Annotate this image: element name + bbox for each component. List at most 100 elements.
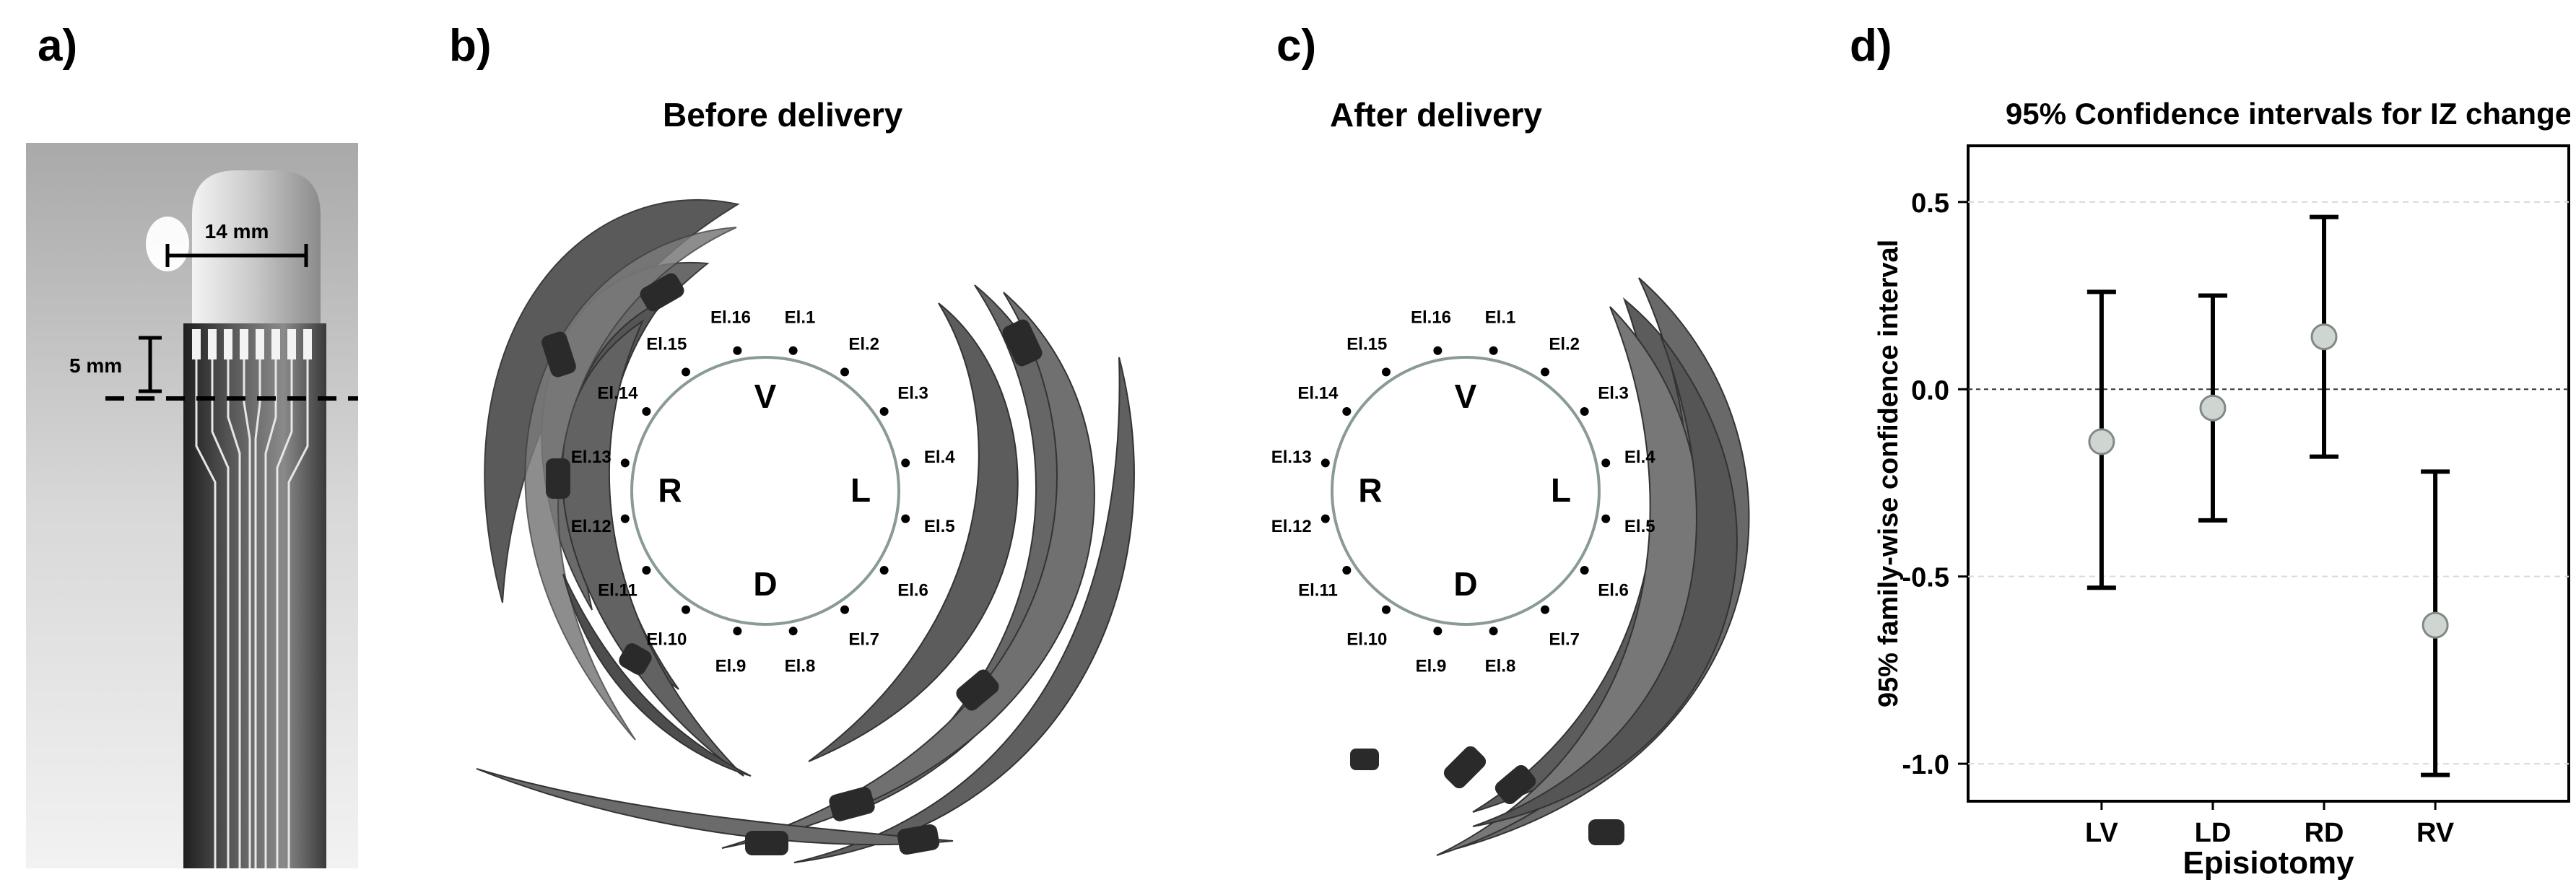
electrode-dot — [1433, 627, 1443, 636]
electrode-label: El.13 — [571, 448, 612, 467]
estimate-point — [2088, 428, 2115, 455]
orientation-ventral: V — [1455, 378, 1477, 415]
electrode-dot — [1320, 514, 1330, 523]
electrode-dot — [879, 566, 889, 575]
electrode-label: El.7 — [1549, 630, 1580, 650]
electrode-label: El.1 — [1485, 308, 1516, 328]
electrode-dot — [1320, 458, 1330, 468]
y-tick-label: 0.0 — [1911, 375, 1949, 406]
x-tick-label: LD — [2195, 818, 2232, 848]
electrode-label: El.2 — [1549, 334, 1580, 354]
electrode-label: El.16 — [710, 308, 751, 328]
y-tick-label: -1.0 — [1902, 750, 1949, 780]
panel-b-label: b) — [449, 21, 492, 71]
electrode-dot — [681, 367, 690, 377]
electrode-label: El.3 — [1598, 383, 1629, 403]
electrode-label: El.7 — [848, 630, 879, 650]
electrode-label: El.10 — [646, 630, 687, 650]
vaginal-ring — [1331, 356, 1601, 626]
electrode-dot — [788, 346, 798, 355]
electrode-dot — [1433, 346, 1443, 355]
orientation-right: R — [1358, 471, 1382, 509]
ring-diagram-before: V R L D El.1El.2El.3El.4El.5El.6El.7El.8… — [476, 199, 1135, 863]
iz-change-chart: 95% Confidence intervals for IZ change 0… — [1874, 97, 2570, 881]
electrode-dot — [642, 566, 651, 575]
electrode-label: El.6 — [1598, 581, 1629, 601]
electrode-dot — [733, 627, 742, 636]
estimate-point — [2421, 611, 2449, 639]
panel-c-label: c) — [1276, 21, 1317, 71]
electrode-label: El.9 — [715, 656, 747, 676]
electrode-label: El.15 — [1346, 334, 1387, 354]
electrode-label: El.3 — [897, 383, 928, 403]
probe-photo: 14 mm 5 mm — [26, 143, 358, 868]
electrode-dot — [1541, 605, 1550, 614]
electrode-dot — [1342, 406, 1352, 416]
x-tick-label: RD — [2305, 818, 2344, 848]
orientation-right: R — [658, 471, 682, 509]
electrode-label: El.2 — [848, 334, 879, 354]
electrode-label: El.12 — [1271, 517, 1312, 536]
electrode-dot — [1489, 346, 1498, 355]
electrode-dot — [733, 346, 742, 355]
x-tick-label: LV — [2085, 818, 2118, 848]
electrode-array: El.1El.2El.3El.4El.5El.6El.7El.8El.9El.1… — [1271, 308, 1656, 676]
electrode-label: El.12 — [571, 517, 612, 536]
panel-a-label: a) — [38, 21, 78, 71]
chart-title: 95% Confidence intervals for IZ change — [2006, 97, 2570, 131]
panel-b-title: Before delivery — [663, 96, 903, 134]
panel-c-title: After delivery — [1330, 96, 1543, 134]
electrode-label: El.14 — [597, 383, 638, 403]
electrode-label: El.9 — [1416, 656, 1447, 676]
electrode-dot — [620, 514, 630, 523]
estimate-point — [2199, 394, 2227, 422]
electrode-dot — [1342, 566, 1352, 575]
x-tick-label: RV — [2416, 818, 2455, 848]
orientation-left: L — [850, 471, 871, 509]
vaginal-ring — [630, 356, 900, 626]
electrode-label: El.6 — [897, 581, 928, 601]
electrode-label: El.8 — [1485, 656, 1516, 676]
y-axis-label: 95% family-wise confidence interval — [1874, 240, 1904, 707]
electrode-dot — [1381, 605, 1391, 614]
electrode-dot — [1601, 514, 1611, 523]
electrode-dot — [1580, 566, 1589, 575]
orientation-left: L — [1551, 471, 1571, 509]
electrode-label: El.5 — [924, 517, 955, 536]
electrode-label: El.15 — [646, 334, 687, 354]
electrode-dot — [788, 627, 798, 636]
ring-diagram-after: V R L D El.1El.2El.3El.4El.5El.6El.7El.8… — [1271, 277, 1750, 856]
muscle-layers — [1350, 277, 1750, 856]
y-tick-label: -0.5 — [1902, 563, 1949, 593]
orientation-dorsal: D — [753, 565, 777, 603]
muscle-layers — [476, 199, 1135, 863]
electrode-dot — [901, 514, 910, 523]
y-tick-label: 0.5 — [1911, 188, 1949, 219]
electrode-label: El.13 — [1271, 448, 1312, 467]
electrode-array: El.1El.2El.3El.4El.5El.6El.7El.8 El.9 El.1… — [571, 308, 956, 676]
electrode-label: El.14 — [1297, 383, 1339, 403]
electrode-label: El.4 — [924, 448, 955, 467]
y-axis-ticks: 0.5 0.0 -0.5 -1.0 — [1902, 188, 1968, 780]
electrode-label: El.10 — [1346, 630, 1387, 650]
electrode-dot — [642, 406, 651, 416]
gridlines — [1968, 201, 2569, 765]
plot-area — [1967, 144, 2570, 803]
electrode-dot — [1601, 458, 1611, 468]
x-axis-ticks: LV LD RD RV — [2085, 801, 2455, 848]
height-dimension-label: 5 mm — [69, 354, 122, 377]
electrode-dot — [1381, 367, 1391, 377]
electrode-dot — [840, 605, 850, 614]
error-bars — [2087, 214, 2450, 777]
panel-d-label: d) — [1850, 21, 1892, 71]
electrode-dot — [620, 458, 630, 468]
electrode-dot — [879, 406, 889, 416]
x-axis-label: Episiotomy — [2183, 845, 2354, 881]
electrode-label: El.11 — [1298, 581, 1338, 601]
orientation-ventral: V — [754, 378, 777, 415]
estimate-point — [2310, 323, 2338, 351]
width-dimension-label: 14 mm — [205, 220, 269, 243]
electrode-label: El.11 — [598, 581, 638, 601]
electrode-label: El.1 — [785, 308, 816, 328]
electrode-label: El.8 — [785, 656, 816, 676]
